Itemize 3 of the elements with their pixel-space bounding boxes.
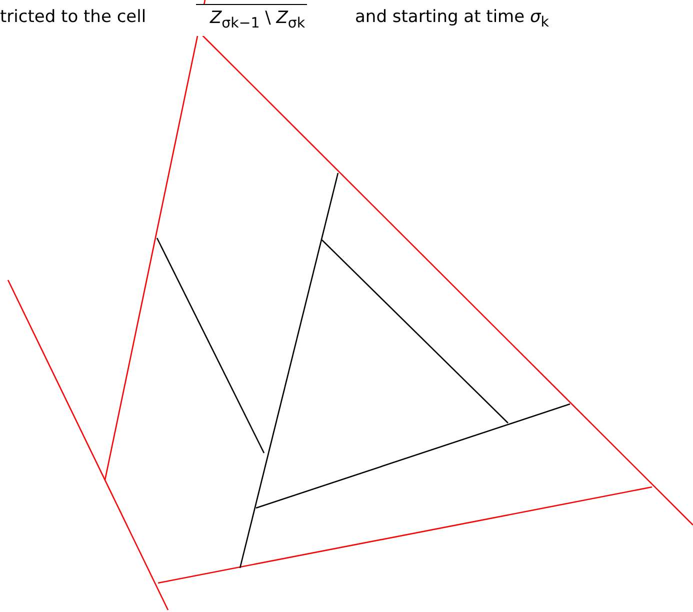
math-expression: Z$_{σk−1}$ \ Z$_{σk}$ [196,4,308,36]
caption-text: and starting at time σ$_{k}$ [355,6,549,32]
caption-text: tricted to the cell [0,6,146,29]
